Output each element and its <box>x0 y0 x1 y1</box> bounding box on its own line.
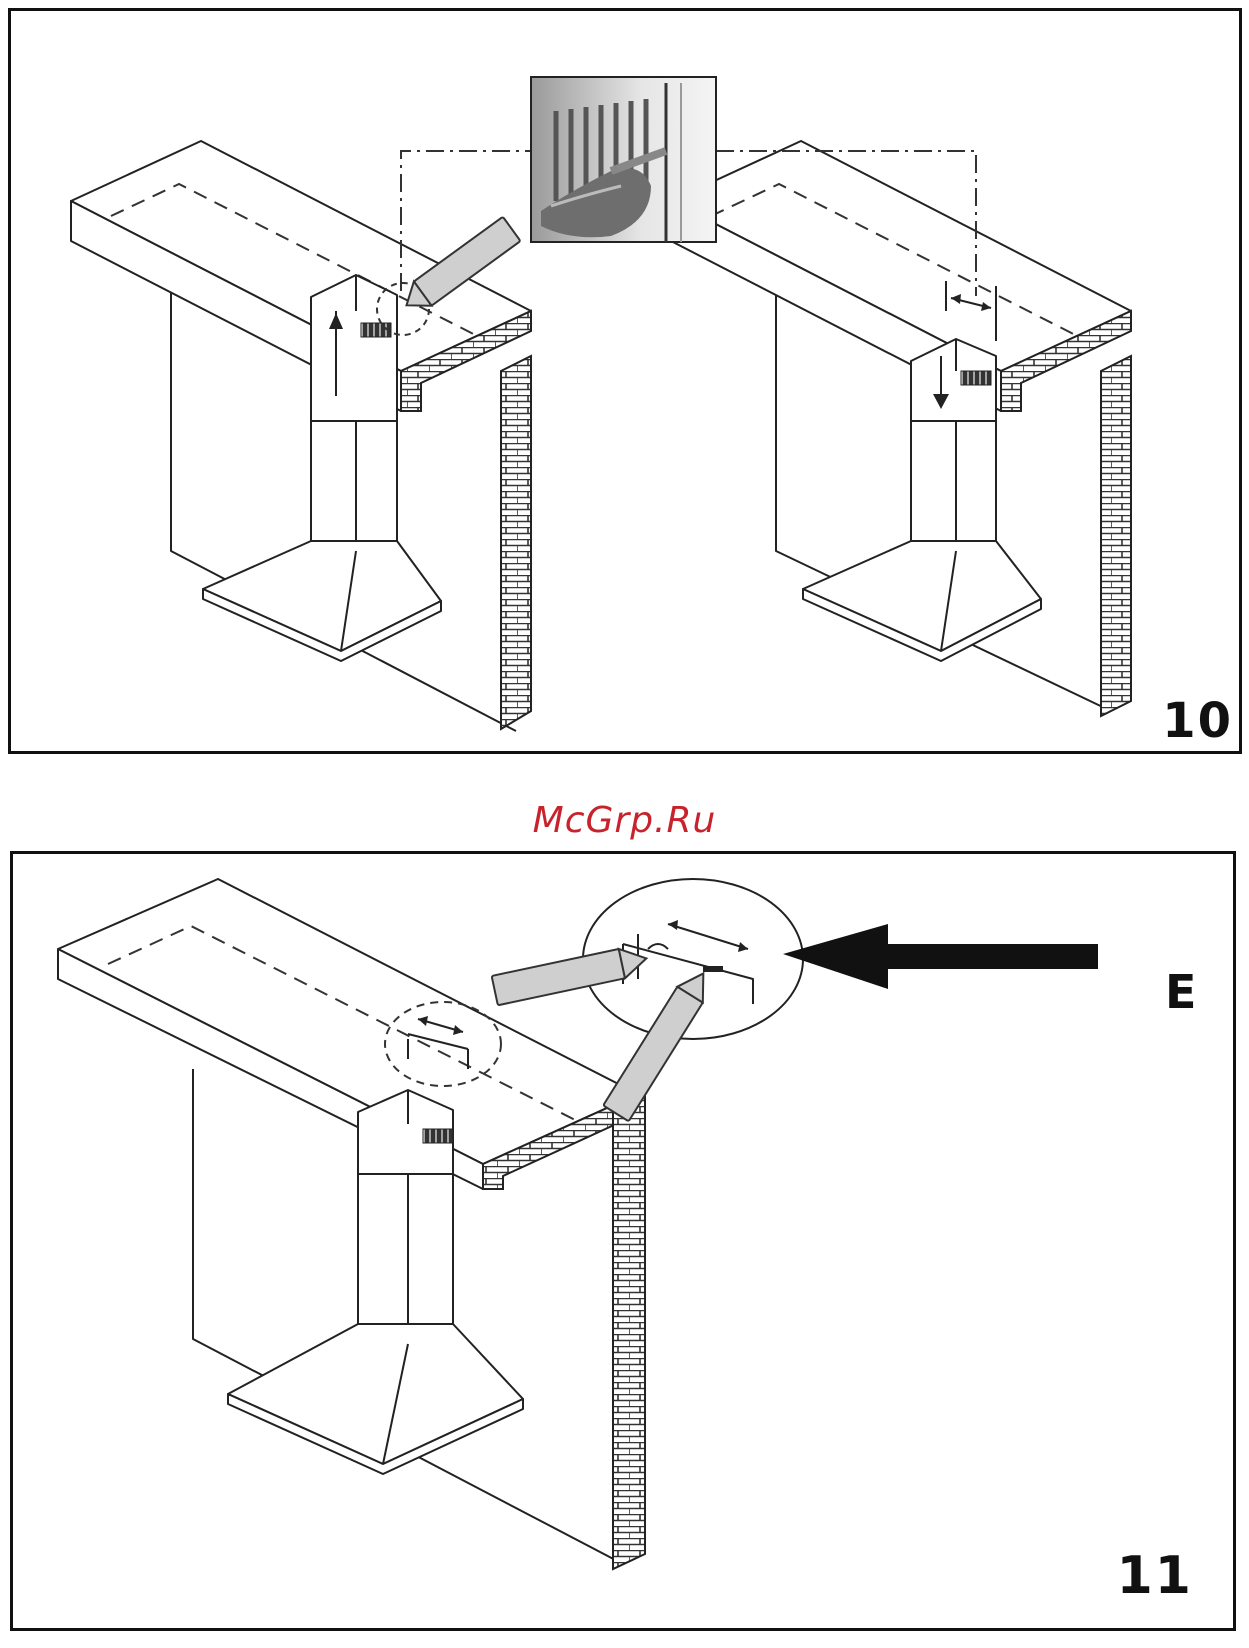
inset-photo <box>531 77 716 242</box>
right-hood-assembly <box>671 141 1131 716</box>
hood-assembly <box>58 879 1098 1569</box>
figure-number-11: 11 <box>1117 1546 1193 1606</box>
watermark-text: McGrp.Ru <box>0 800 1249 841</box>
callout-label-e: E <box>1165 965 1196 1019</box>
figure-11-panel: 11 <box>10 851 1236 1631</box>
figure-10-drawing <box>11 11 1245 757</box>
left-hood-assembly <box>71 141 531 731</box>
figure-number-10: 10 <box>1162 693 1233 749</box>
figure-11-drawing <box>13 854 1239 1634</box>
figure-10-panel: 10 <box>8 8 1242 754</box>
